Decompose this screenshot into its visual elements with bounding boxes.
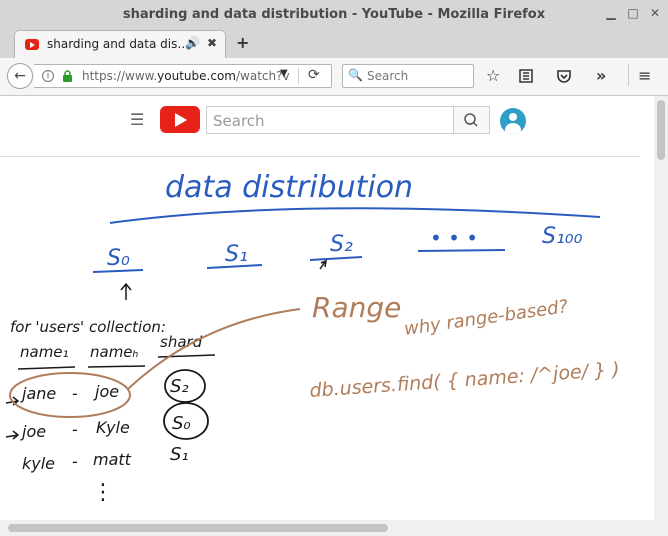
url-text[interactable]: https://www.youtube.com/watch?v <box>82 69 290 83</box>
tab-close-icon[interactable]: ✖ <box>207 36 218 50</box>
row-3-shard: S₁ <box>170 444 189 465</box>
account-avatar[interactable] <box>500 108 526 134</box>
row-2-high: Kyle <box>96 418 130 437</box>
youtube-logo[interactable] <box>160 106 200 133</box>
window-controls: ▁ □ ✕ <box>602 4 664 22</box>
range-label: Range <box>312 291 401 324</box>
youtube-search-placeholder: Search <box>213 112 265 130</box>
tab-strip: sharding and data dis… 🔊 ✖ + <box>0 30 668 58</box>
youtube-search-input[interactable]: Search <box>206 106 454 134</box>
row-1-shard: S₂ <box>170 376 189 397</box>
whiteboard-drawing: data distribution S₀ S₁ S₂ • • • S₁₀₀ fo… <box>5 170 620 505</box>
vertical-scrollbar[interactable] <box>654 96 668 520</box>
column-shard: shard <box>160 333 203 351</box>
shard-label-s1: S₁ <box>225 242 248 267</box>
horizontal-scrollbar[interactable] <box>0 520 668 536</box>
url-dropdown-icon[interactable]: ▼ <box>280 68 288 79</box>
youtube-search-button[interactable] <box>453 106 490 134</box>
new-tab-icon[interactable]: + <box>236 33 250 52</box>
shard-label-s2: S₂ <box>330 232 353 257</box>
close-icon[interactable]: ✕ <box>649 6 661 20</box>
row-2-dash: - <box>72 420 78 439</box>
url-separator <box>298 68 299 84</box>
column-name-low: name₁ <box>20 343 69 361</box>
browser-search-placeholder: Search <box>367 69 409 83</box>
row-3-high: matt <box>93 450 132 469</box>
search-icon <box>464 113 478 127</box>
query-text: db.users.find( { name: /^joe/ } ) <box>309 358 620 402</box>
navigation-toolbar: ← i https://www.youtube.com/watch?v ▼ ⟳ … <box>0 58 668 96</box>
rows-ellipsis: ⋮ <box>92 480 114 505</box>
lock-icon <box>63 70 72 82</box>
search-engine-icon: 🔍 <box>348 68 363 82</box>
window-title: sharding and data distribution - YouTube… <box>122 7 546 22</box>
bookmark-star-icon[interactable]: ☆ <box>486 66 501 85</box>
video-player[interactable]: data distribution S₀ S₁ S₂ • • • S₁₀₀ fo… <box>0 156 640 520</box>
row-1-dash: - <box>72 384 78 403</box>
maximize-icon[interactable]: □ <box>627 6 639 20</box>
youtube-favicon-icon <box>25 39 39 50</box>
overflow-chevron-icon[interactable]: » <box>596 66 607 85</box>
vertical-scrollbar-thumb[interactable] <box>657 100 665 160</box>
back-arrow-icon: ← <box>14 68 26 84</box>
window-titlebar: sharding and data distribution - YouTube… <box>0 0 668 30</box>
row-3-low: kyle <box>22 454 55 473</box>
shard-label-ellipsis: • • • <box>430 226 478 250</box>
tab-label: sharding and data dis… <box>47 37 190 51</box>
youtube-menu-icon[interactable]: ☰ <box>130 110 145 129</box>
library-icon[interactable] <box>518 68 534 84</box>
toolbar-separator <box>628 64 629 86</box>
pocket-icon[interactable] <box>556 68 572 84</box>
row-1-low: jane <box>20 384 56 403</box>
horizontal-scrollbar-thumb[interactable] <box>8 524 388 532</box>
hamburger-menu-icon[interactable]: ≡ <box>638 66 652 85</box>
page-content: ☰ Search data distribution S₀ S₁ S₂ • • … <box>0 96 654 520</box>
shard-label-s100: S₁₀₀ <box>542 224 583 249</box>
url-bar[interactable]: i https://www.youtube.com/watch?v ▼ ⟳ <box>34 64 332 88</box>
browser-search-field[interactable]: 🔍 Search <box>342 64 474 88</box>
minimize-icon[interactable]: ▁ <box>606 6 616 20</box>
row-2-low: joe <box>20 422 46 441</box>
audio-playing-icon[interactable]: 🔊 <box>185 36 200 50</box>
question-text: why range-based? <box>403 296 570 340</box>
site-info-icon[interactable]: i <box>42 70 54 82</box>
row-3-dash: - <box>72 452 78 471</box>
whiteboard-title: data distribution <box>165 170 413 205</box>
back-button[interactable]: ← <box>7 63 33 89</box>
row-1-high: joe <box>93 382 119 401</box>
row-2-shard: S₀ <box>172 413 191 434</box>
browser-tab[interactable]: sharding and data dis… 🔊 ✖ <box>14 30 226 58</box>
shard-label-s0: S₀ <box>107 246 130 271</box>
column-name-high: nameₕ <box>90 343 139 361</box>
collection-heading: for 'users' collection: <box>10 318 166 336</box>
reload-icon[interactable]: ⟳ <box>308 67 320 83</box>
